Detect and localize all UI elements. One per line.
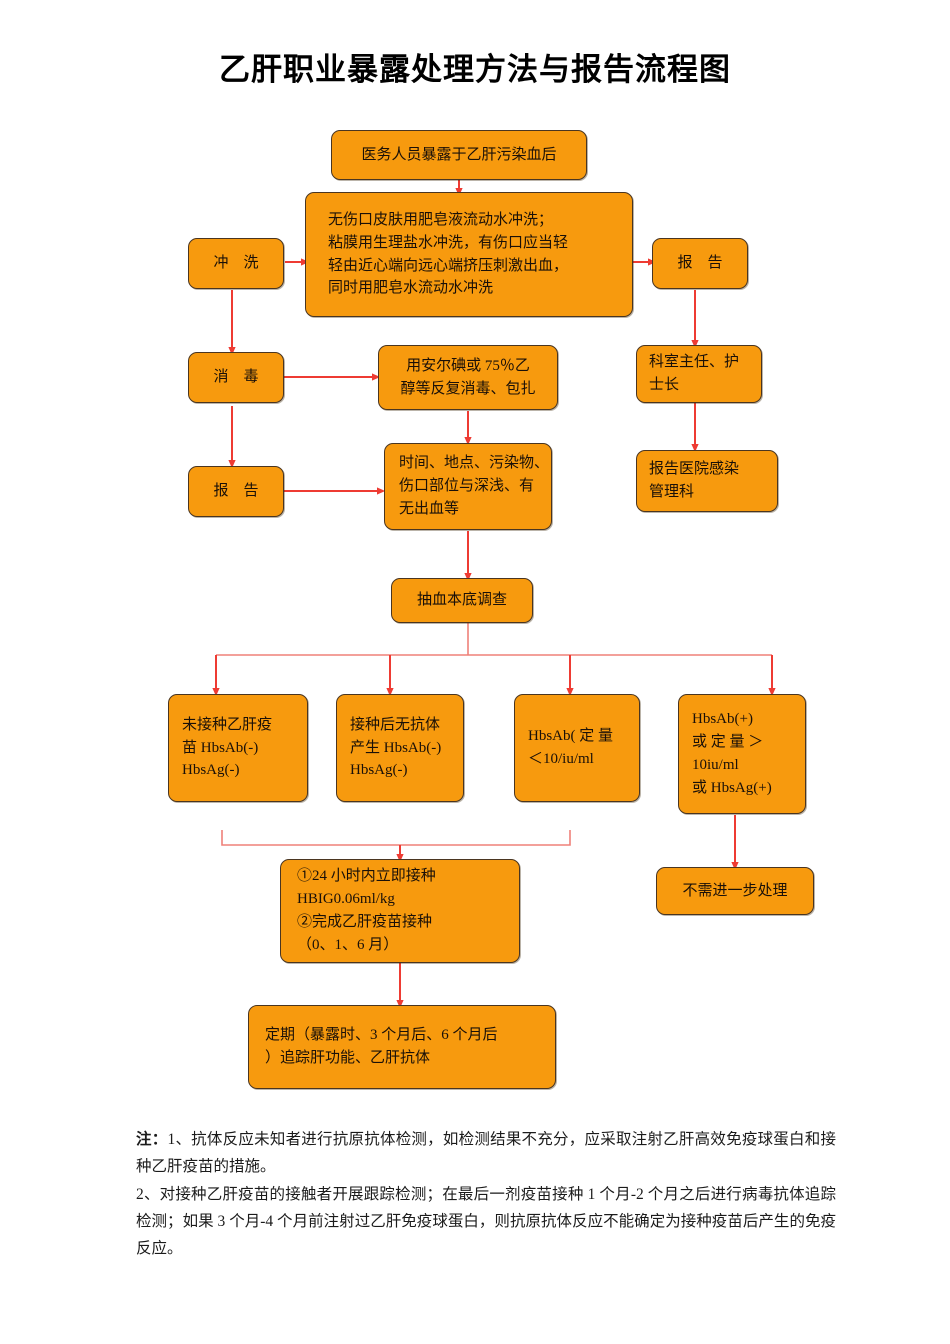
node-branch-positive[interactable]: HbsAb(+) 或 定 量 ＞ 10iu/ml 或 HbsAg(+) bbox=[678, 694, 806, 814]
node-disinfect[interactable]: 消 毒 bbox=[188, 352, 284, 403]
branch-4-line-4: 或 HbsAg(+) bbox=[692, 779, 772, 796]
node-exposure-label: 医务人员暴露于乙肝污染血后 bbox=[361, 146, 557, 163]
page-title: 乙肝职业暴露处理方法与报告流程图 bbox=[219, 52, 731, 88]
node-treatment-line-1: ①24 小时内立即接种 bbox=[297, 868, 436, 885]
node-report-left[interactable]: 报 告 bbox=[188, 466, 284, 517]
node-chief-nurse-line-2: 士长 bbox=[649, 377, 680, 393]
node-infection-dept[interactable]: 报告医院感染 管理科 bbox=[636, 450, 778, 512]
notes-block: 注：1、抗体反应未知者进行抗原抗体检测，如检测结果不充分，应采取注射乙肝高效免疫… bbox=[136, 1126, 836, 1262]
node-disinfect-detail-line-1: 用安尔碘或 75％乙 bbox=[406, 357, 530, 374]
node-no-action-label: 不需进一步处理 bbox=[682, 882, 788, 899]
node-disinfect-detail-line-2: 醇等反复消毒、包扎 bbox=[400, 380, 536, 397]
node-report-right[interactable]: 报 告 bbox=[652, 238, 748, 289]
branch-4-line-1: HbsAb(+) bbox=[692, 711, 753, 728]
node-wash-label: 冲 洗 bbox=[213, 255, 259, 272]
node-wash[interactable]: 冲 洗 bbox=[188, 238, 284, 289]
node-infection-dept-line-2: 管理科 bbox=[649, 484, 695, 500]
node-followup-line-1: 定期（暴露时、3 个月后、6 个月后 bbox=[265, 1027, 498, 1044]
branch-3-line-2: ＜10/iu/ml bbox=[528, 751, 594, 767]
node-chief-nurse-line-1: 科室主任、护 bbox=[649, 354, 740, 371]
node-record-detail-line-1: 时间、地点、污染物、 bbox=[399, 455, 550, 472]
node-record-detail[interactable]: 时间、地点、污染物、 伤口部位与深浅、有 无出血等 bbox=[384, 443, 552, 530]
node-branch-low-titer[interactable]: HbsAb( 定 量 ＜10/iu/ml bbox=[514, 694, 640, 802]
wire-merge-rail bbox=[221, 830, 571, 846]
node-treatment-line-2: HBIG0.06ml/kg bbox=[297, 891, 395, 908]
note-item-2: 2、对接种乙肝疫苗的接触者开展跟踪检测；在最后一剂疫苗接种 1 个月-2 个月之… bbox=[136, 1185, 836, 1258]
node-disinfect-label: 消 毒 bbox=[213, 369, 259, 386]
branch-1-line-1: 未接种乙肝疫 bbox=[182, 716, 273, 733]
node-wash-detail[interactable]: 无伤口皮肤用肥皂液流动水冲洗； 粘膜用生理盐水冲洗，有伤口应当轻 轻由近心端向远… bbox=[305, 192, 633, 317]
node-record-detail-line-2: 伤口部位与深浅、有 bbox=[399, 478, 535, 495]
branch-2-line-2: 产生 HbsAb(-) bbox=[350, 739, 442, 756]
node-infection-dept-line-1: 报告医院感染 bbox=[649, 461, 740, 478]
node-branch-unvaccinated[interactable]: 未接种乙肝疫 苗 HbsAb(-) HbsAg(-) bbox=[168, 694, 308, 802]
node-followup[interactable]: 定期（暴露时、3 个月后、6 个月后 ）追踪肝功能、乙肝抗体 bbox=[248, 1005, 556, 1089]
branch-4-line-2: 或 定 量 ＞ bbox=[692, 734, 764, 751]
node-baseline-blood[interactable]: 抽血本底调查 bbox=[391, 578, 533, 623]
node-wash-detail-line-4: 同时用肥皂水流动水冲洗 bbox=[328, 280, 494, 297]
branch-2-line-3: HbsAg(-) bbox=[350, 762, 408, 779]
node-treatment-line-4: （0、1、6 月） bbox=[297, 936, 399, 953]
node-branch-no-antibody[interactable]: 接种后无抗体 产生 HbsAb(-) HbsAg(-) bbox=[336, 694, 464, 802]
node-exposure[interactable]: 医务人员暴露于乙肝污染血后 bbox=[331, 130, 587, 180]
node-chief-nurse[interactable]: 科室主任、护 士长 bbox=[636, 345, 762, 403]
notes-label: 注： bbox=[136, 1131, 168, 1148]
branch-2-line-1: 接种后无抗体 bbox=[350, 716, 441, 733]
node-record-detail-line-3: 无出血等 bbox=[399, 500, 460, 517]
node-no-action[interactable]: 不需进一步处理 bbox=[656, 867, 814, 915]
node-followup-line-2: ）追踪肝功能、乙肝抗体 bbox=[265, 1050, 431, 1066]
node-disinfect-detail[interactable]: 用安尔碘或 75％乙 醇等反复消毒、包扎 bbox=[378, 345, 558, 410]
note-item-1: 注：1、抗体反应未知者进行抗原抗体检测，如检测结果不充分，应采取注射乙肝高效免疫… bbox=[136, 1126, 836, 1181]
node-wash-detail-line-2: 粘膜用生理盐水冲洗，有伤口应当轻 bbox=[328, 234, 569, 251]
node-wash-detail-line-3: 轻由近心端向远心端挤压刺激出血， bbox=[328, 257, 569, 274]
branch-1-line-2: 苗 HbsAb(-) bbox=[182, 739, 259, 756]
branch-1-line-3: HbsAg(-) bbox=[182, 762, 240, 779]
node-treatment-line-3: ②完成乙肝疫苗接种 bbox=[297, 914, 433, 930]
node-wash-detail-line-1: 无伤口皮肤用肥皂液流动水冲洗； bbox=[328, 211, 554, 228]
note-1-text: 1、抗体反应未知者进行抗原抗体检测，如检测结果不充分，应采取注射乙肝高效免疫球蛋… bbox=[136, 1131, 836, 1176]
node-baseline-blood-label: 抽血本底调查 bbox=[416, 592, 507, 609]
node-report-right-label: 报 告 bbox=[677, 255, 723, 272]
node-report-left-label: 报 告 bbox=[213, 483, 259, 500]
node-treatment[interactable]: ①24 小时内立即接种 HBIG0.06ml/kg ②完成乙肝疫苗接种 （0、1… bbox=[280, 859, 520, 963]
branch-3-line-1: HbsAb( 定 量 bbox=[528, 728, 613, 745]
branch-4-line-3: 10iu/ml bbox=[692, 757, 739, 773]
